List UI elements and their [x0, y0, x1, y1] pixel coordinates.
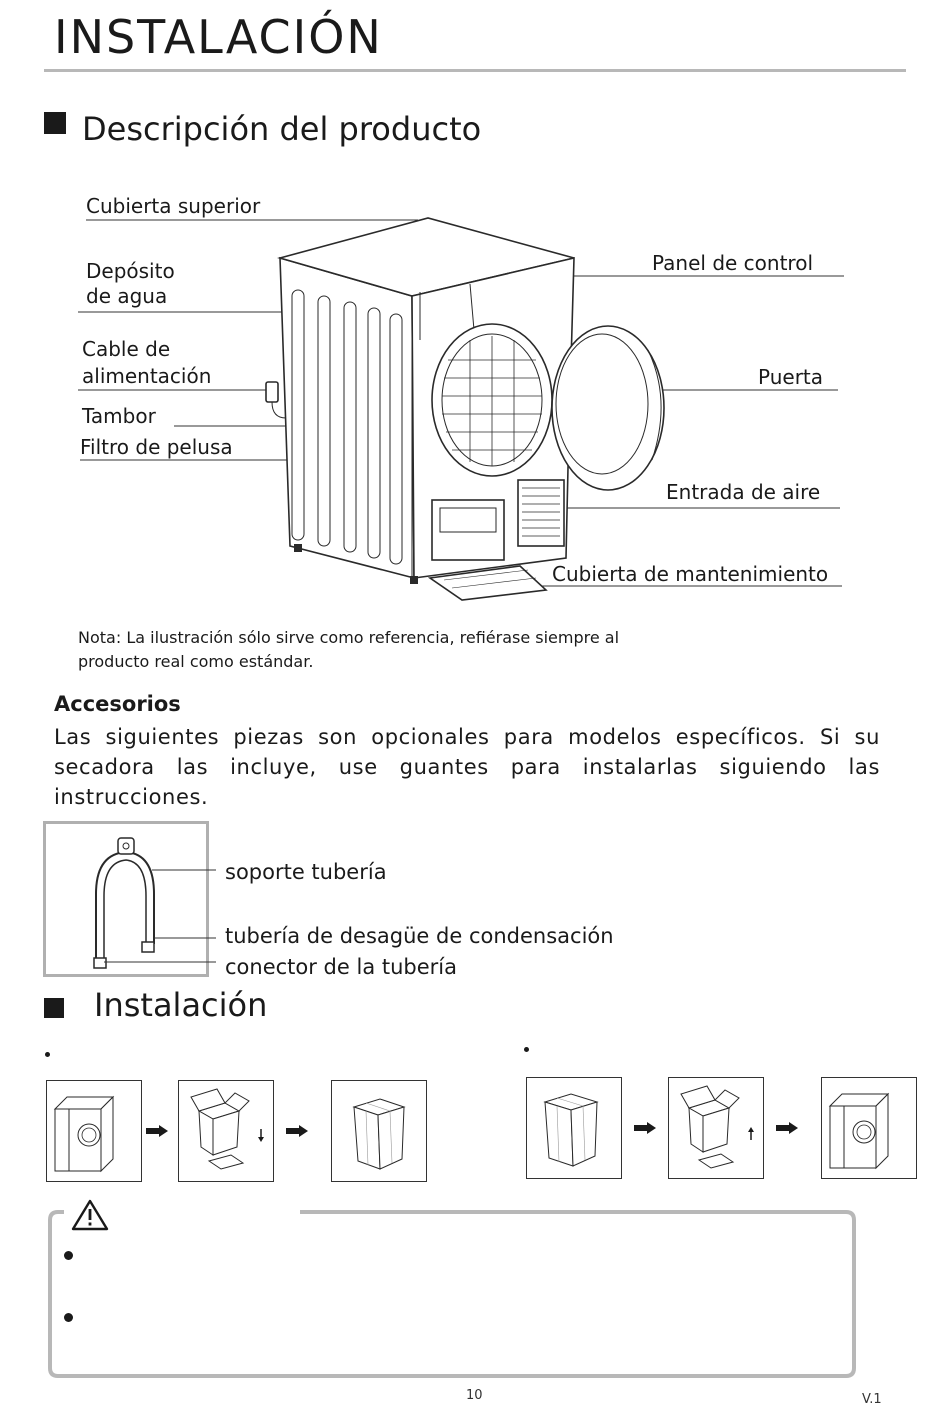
accessories-description: Las siguientes piezas son opcionales par…: [54, 725, 880, 809]
section-heading-installation: Instalación: [94, 986, 268, 1024]
note-line-2: producto real como estándar.: [78, 652, 314, 671]
step-dryer-front: [821, 1077, 917, 1179]
label-air-inlet: Entrada de aire: [666, 480, 821, 504]
label-drain-pipe: tubería de desagüe de condensación: [225, 924, 614, 948]
step-box-lower: [668, 1077, 764, 1179]
bullet-icon: [524, 1047, 529, 1052]
title-divider: [44, 69, 906, 72]
step-box-closed: [526, 1077, 622, 1179]
bullet-icon: [45, 1052, 50, 1057]
label-pipe-support: soporte tubería: [225, 860, 387, 884]
version-label: V.1: [862, 1392, 882, 1407]
label-pipe-connector: conector de la tubería: [225, 955, 457, 979]
label-lint-filter: Filtro de pelusa: [80, 435, 233, 459]
label-control-panel: Panel de control: [652, 251, 813, 275]
arrow-right-icon: [776, 1119, 798, 1138]
label-power-cable-line2: alimentación: [82, 364, 212, 388]
bullet-icon: [64, 1313, 73, 1322]
dryer-body: [265, 217, 665, 601]
box-lift-icon: [190, 1088, 264, 1170]
warning-box-frame: [48, 1210, 856, 1378]
dryer-front-icon: [53, 1095, 115, 1173]
arrow-right-icon: [634, 1119, 656, 1138]
note-line-1: Nota: La ilustración sólo sirve como ref…: [78, 628, 620, 647]
box-closed-icon: [543, 1093, 599, 1167]
pipe-support-illustration: [93, 837, 216, 969]
accessories-figure-frame: [43, 821, 209, 977]
section-square-icon: [44, 112, 66, 134]
dryer-illustration: [78, 217, 844, 601]
step-box-lift: [178, 1080, 274, 1182]
illustration-note: Nota: La ilustración sólo sirve como ref…: [78, 626, 619, 674]
bullet-icon: [64, 1251, 73, 1260]
arrow-right-icon: [286, 1122, 308, 1141]
label-drum: Tambor: [82, 404, 156, 428]
box-lower-icon: [680, 1085, 754, 1169]
page-number: 10: [466, 1388, 483, 1403]
step-dryer-front: [46, 1080, 142, 1182]
box-closed-icon: [352, 1098, 406, 1170]
label-water-tank-line1: Depósito: [86, 259, 175, 283]
label-water-tank-line2: de agua: [86, 284, 168, 308]
label-power-cable-line1: Cable de: [82, 337, 171, 361]
dryer-front-icon: [828, 1092, 890, 1170]
label-door: Puerta: [758, 365, 824, 389]
section-heading-product-description: Descripción del producto: [82, 110, 482, 148]
label-top-cover: Cubierta superior: [86, 194, 261, 218]
label-maintenance-cover: Cubierta de mantenimiento: [552, 562, 829, 586]
accessories-heading: Accesorios: [54, 692, 181, 716]
section-square-icon: [44, 998, 64, 1018]
warning-triangle-icon: [70, 1198, 110, 1236]
page-title: INSTALACIÓN: [54, 10, 383, 64]
step-box-closed: [331, 1080, 427, 1182]
arrow-right-icon: [146, 1122, 168, 1141]
